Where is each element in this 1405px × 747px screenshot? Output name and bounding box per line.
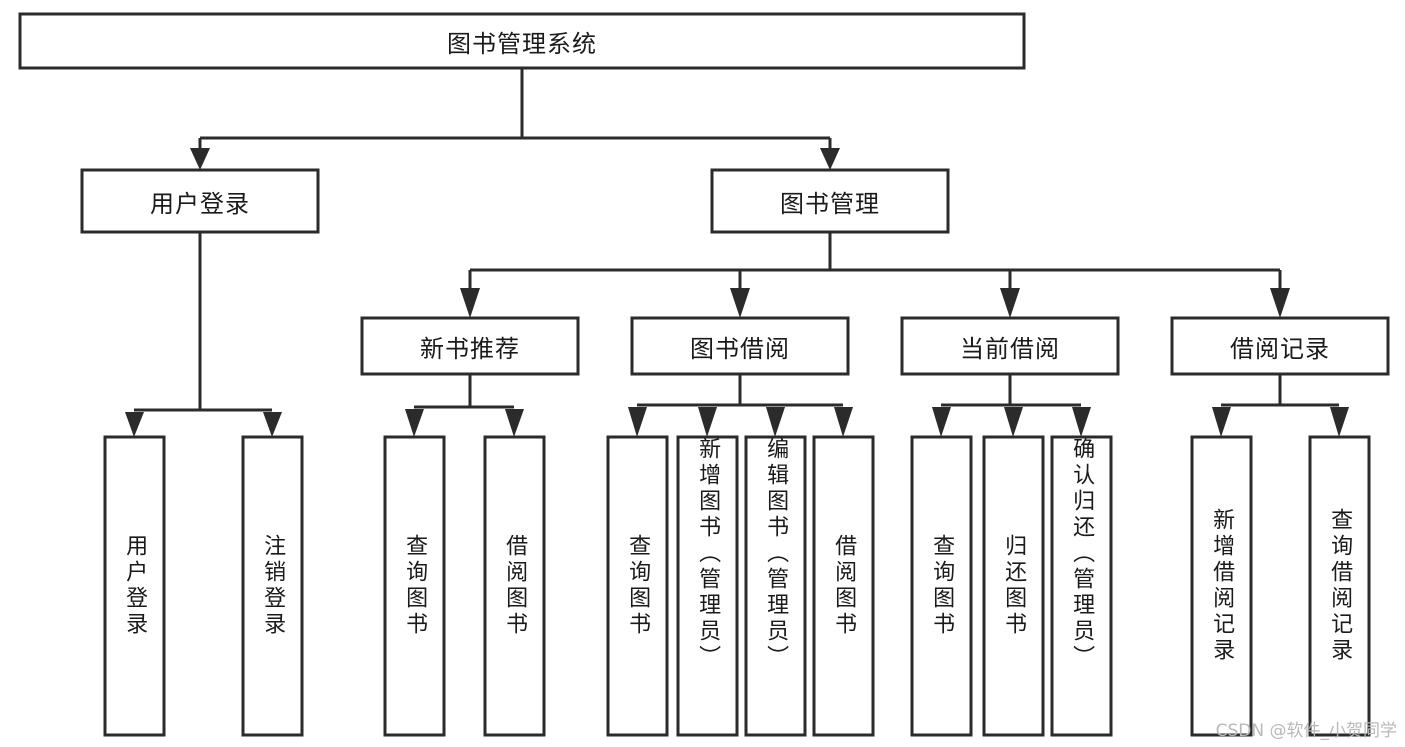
arrow-to-newbook-rec — [460, 288, 480, 318]
arrow-root-to-book-mgmt — [820, 148, 840, 170]
arrow-to-book-borrow — [730, 288, 750, 318]
leaf-box-query-book-1[interactable] — [383, 435, 446, 737]
arrow-bb-leaf-1 — [628, 407, 647, 437]
arrow-bb-leaf-4 — [834, 407, 853, 437]
arrow-root-to-user-login — [190, 148, 210, 170]
connector-group-book-borrow — [628, 374, 853, 437]
node-root-box[interactable] — [18, 12, 1026, 70]
arrow-bb-leaf-3 — [766, 407, 785, 437]
arrow-to-current-borrow — [1000, 288, 1020, 318]
connector-group-current-borrow — [932, 374, 1091, 437]
node-book-borrow-box[interactable] — [630, 316, 850, 376]
connector-group-user-login — [125, 232, 282, 437]
leaf-box-borrow-book-1[interactable] — [483, 435, 546, 737]
connector-group-borrow-record — [1212, 374, 1349, 437]
arrow-to-leaf-logout — [263, 412, 282, 437]
node-book-management-box[interactable] — [710, 168, 950, 234]
connector-group-newbook-rec — [405, 374, 524, 437]
connector-group-root — [190, 68, 840, 170]
leaf-box-query-book-3[interactable] — [910, 435, 973, 737]
arrow-cb-leaf-1 — [932, 407, 951, 437]
arrow-br-leaf-1 — [1212, 407, 1231, 437]
arrow-bb-leaf-2 — [698, 407, 717, 437]
leaf-box-query-borrow-record[interactable] — [1308, 435, 1371, 737]
connector-group-book-mgmt — [460, 232, 1290, 318]
arrow-cb-leaf-3 — [1072, 407, 1091, 437]
node-new-book-recommend-box[interactable] — [360, 316, 580, 376]
csdn-watermark: CSDN @软件_小贺同学 — [1215, 721, 1397, 741]
leaf-box-logout[interactable] — [241, 435, 304, 737]
arrow-to-borrow-record — [1270, 288, 1290, 318]
leaf-box-add-borrow-record[interactable] — [1190, 435, 1253, 737]
arrow-br-leaf-2 — [1330, 407, 1349, 437]
node-borrow-record-box[interactable] — [1170, 316, 1390, 376]
leaf-box-user-login[interactable] — [103, 435, 166, 737]
leaf-box-edit-book-admin[interactable] — [744, 435, 807, 737]
arrow-to-leaf-user-login — [125, 412, 144, 437]
node-user-login-box[interactable] — [80, 168, 320, 234]
leaf-box-return-book[interactable] — [982, 435, 1045, 737]
leaf-box-query-book-2[interactable] — [606, 435, 669, 737]
node-current-borrow-box[interactable] — [900, 316, 1120, 376]
arrow-nb-leaf-1 — [405, 409, 424, 437]
arrow-cb-leaf-2 — [1004, 407, 1023, 437]
arrow-nb-leaf-2 — [505, 409, 524, 437]
leaf-box-borrow-book-2[interactable] — [812, 435, 875, 737]
leaf-box-confirm-return-admin[interactable] — [1050, 435, 1113, 737]
leaf-box-add-book-admin[interactable] — [676, 435, 739, 737]
